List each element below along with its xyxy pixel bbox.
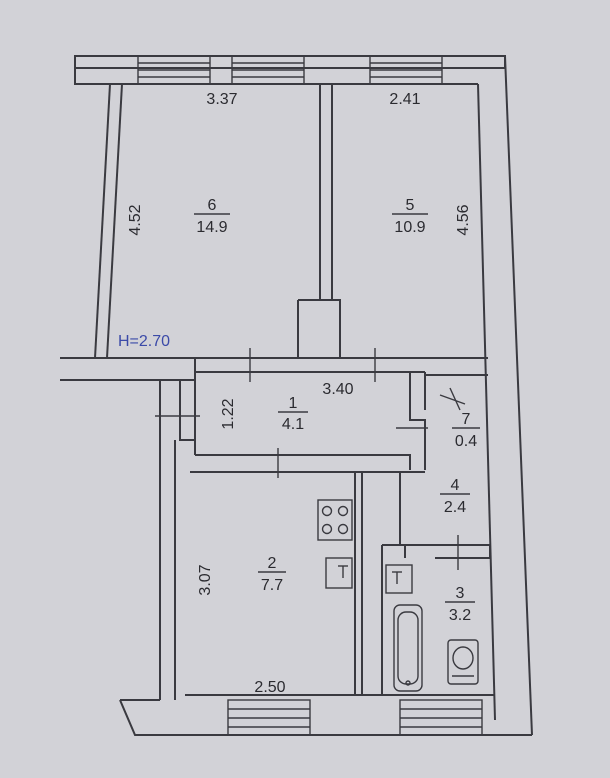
room-area: 0.4 (455, 433, 477, 450)
washbasin-icon (385, 564, 413, 594)
room-area: 2.4 (444, 499, 466, 516)
room-number: 1 (289, 395, 298, 412)
room-number: 7 (462, 411, 471, 428)
room-2-label: 2 7.7 (258, 555, 286, 594)
dimension-corridor-width: 3.40 (322, 381, 353, 398)
dimension-room6-depth: 4.52 (127, 204, 144, 235)
room-number: 6 (208, 197, 217, 214)
window-bottom-left (227, 699, 311, 736)
kitchen-sink-icon (325, 557, 353, 589)
room-number: 5 (406, 197, 415, 214)
room-number: 2 (268, 555, 277, 572)
room-area: 7.7 (261, 577, 283, 594)
room-5-label: 5 10.9 (392, 197, 428, 236)
dimension-room5-width: 2.41 (389, 91, 420, 108)
room-6-label: 6 14.9 (194, 197, 230, 236)
dimension-kitchen-width: 2.50 (254, 679, 285, 696)
window-top-left (137, 55, 211, 85)
stove-icon (317, 499, 353, 541)
dimension-corridor-depth: 1.22 (220, 398, 237, 429)
bathtub-icon (393, 604, 423, 692)
room-4-label: 4 2.4 (440, 477, 470, 516)
room-1-label: 1 4.1 (278, 395, 308, 433)
door-marks (155, 348, 466, 570)
room-area: 14.9 (196, 219, 227, 236)
window-bottom-right (399, 699, 483, 736)
dimension-room6-width: 3.37 (206, 91, 237, 108)
dimension-kitchen-depth: 3.07 (197, 564, 214, 595)
window-top-middle (231, 55, 305, 85)
dimension-room5-depth: 4.56 (455, 204, 472, 235)
room-7-label: 7 0.4 (452, 411, 480, 450)
room-number: 3 (456, 585, 465, 602)
room-number: 4 (451, 477, 460, 494)
window-top-right (369, 55, 443, 85)
interior-walls (179, 84, 491, 695)
toilet-icon (447, 639, 479, 685)
room-area: 4.1 (282, 416, 304, 433)
room-3-label: 3 3.2 (445, 585, 475, 624)
room-area: 10.9 (394, 219, 425, 236)
room-area: 3.2 (449, 607, 471, 624)
ceiling-height-label: H=2.70 (118, 333, 170, 350)
